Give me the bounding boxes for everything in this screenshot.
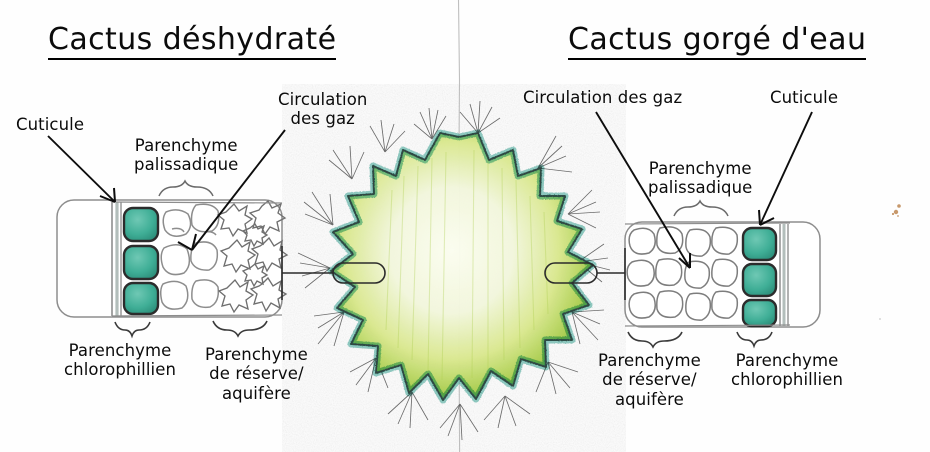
title-right: Cactus gorgé d'eau — [568, 22, 867, 61]
left-magnifier-connector — [281, 246, 386, 300]
right-chloroplast-cells — [741, 226, 778, 328]
left-chlorophyll-brace — [114, 321, 151, 339]
left-chloroplast-cells — [122, 206, 160, 316]
left-reserve-cells-shrivelled — [216, 199, 289, 314]
label-right-circulation-des-gaz: Circulation des gaz — [523, 88, 683, 107]
right-tissue-block — [624, 199, 821, 349]
right-cuticle-layer — [779, 224, 789, 326]
cactus-pencil-hatching — [385, 149, 549, 381]
title-left: Cactus déshydraté — [48, 22, 337, 61]
right-magnifier-connector — [544, 248, 626, 300]
right-chlorophyll-brace — [736, 331, 773, 349]
arrowhead-right-cuticule — [758, 209, 775, 226]
label-right-cuticule: Cuticule — [770, 88, 839, 107]
label-right-parenchyme-reserve: Parenchyme de réserve/ aquifère — [598, 351, 701, 409]
left-cuticle-layer — [111, 202, 122, 316]
left-tissue-block — [56, 179, 289, 339]
cactus-spines — [297, 100, 611, 441]
leader-right-gaz — [595, 111, 691, 269]
left-palisade-brace — [158, 179, 214, 197]
label-right-parenchyme-chlorophillien: Parenchyme chlorophillien — [731, 351, 844, 390]
arrowhead-left-cuticule — [99, 187, 116, 203]
label-left-circulation-des-gaz: Circulation des gaz — [278, 90, 368, 129]
paper-specks — [879, 204, 901, 320]
right-palisade-brace — [673, 199, 729, 217]
right-reserve-cells — [626, 226, 739, 321]
label-left-cuticule: Cuticule — [16, 115, 85, 134]
arrowhead-right-gaz — [678, 253, 691, 269]
left-reserve-brace — [212, 320, 268, 338]
left-reserve-cells-middle — [159, 203, 220, 310]
arrowhead-left-gaz — [177, 233, 197, 251]
label-right-parenchyme-palissadique: Parenchyme palissadique — [648, 159, 753, 198]
leader-left-cuticule — [47, 135, 116, 203]
label-left-parenchyme-palissadique: Parenchyme palissadique — [134, 136, 239, 175]
leader-right-cuticule — [759, 111, 813, 226]
right-reserve-brace — [627, 331, 683, 349]
label-left-parenchyme-reserve: Parenchyme de réserve/ aquifère — [205, 345, 308, 403]
leader-lines — [47, 111, 813, 269]
leader-left-gaz — [191, 129, 286, 251]
cactus-illustration — [297, 100, 611, 441]
label-left-parenchyme-chlorophillien: Parenchyme chlorophillien — [64, 341, 177, 380]
